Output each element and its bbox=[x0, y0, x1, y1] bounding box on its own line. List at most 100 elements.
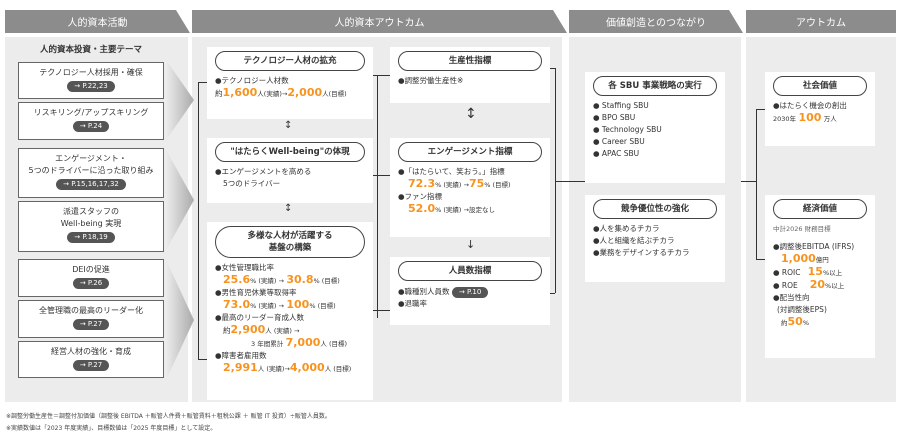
bidirectional-arrow-icon: ↕ bbox=[284, 203, 293, 214]
text: 多様な人材が活躍する 基盤の構築 bbox=[215, 226, 365, 258]
text: ●調整後EBITDA (IFRS) bbox=[773, 242, 855, 251]
text: 各 SBU 事業戦略の実行 bbox=[593, 76, 717, 96]
social-value-box: 社会価値 ●はたらく機会の創出 2030年 100 万人 bbox=[765, 72, 875, 146]
bidirectional-arrow-icon: ↕ bbox=[284, 120, 293, 131]
text: 4,000 bbox=[289, 361, 325, 374]
connector bbox=[373, 175, 390, 176]
text: 人(目標) bbox=[322, 90, 347, 98]
header-final: アウトカム bbox=[746, 10, 896, 33]
text: %以上 bbox=[825, 282, 845, 290]
text: 万人 bbox=[823, 115, 837, 123]
connector bbox=[373, 75, 390, 76]
text: ●「はたらいて、笑おう。」指標 bbox=[398, 167, 505, 176]
text: % (実績) → bbox=[250, 277, 284, 285]
text: ●ファン指標 bbox=[398, 192, 443, 201]
text: % bbox=[802, 319, 809, 327]
connector bbox=[756, 259, 765, 260]
connector bbox=[555, 181, 585, 182]
text: 派遣スタッフの Well-being 実現 bbox=[60, 207, 122, 228]
footnote: ※調整労働生産性＝調整付加価値（調整後 EBITDA ＋販管人件費＋販管賃料＋租… bbox=[6, 413, 331, 420]
text: (対調整後EPS) bbox=[777, 305, 827, 314]
text: エンゲージメント・ 5つのドライバーに沿った取り組み bbox=[28, 154, 154, 175]
text: 30.8 bbox=[286, 273, 314, 286]
page-link[interactable]: → P.18,19 bbox=[67, 232, 115, 243]
text: ●はたらく機会の創出 bbox=[773, 101, 847, 110]
text: テクノロジー人材の拡充 bbox=[215, 51, 365, 71]
text: ●人を集めるチカラ bbox=[593, 224, 660, 233]
text: 1,000 bbox=[781, 252, 816, 265]
text: 全管理職の最高のリーダー化 bbox=[39, 306, 143, 315]
down-arrow-icon: ↓ bbox=[466, 238, 476, 251]
bidirectional-arrow-icon: ↕ bbox=[465, 106, 477, 122]
text: ● ROIC bbox=[773, 268, 801, 277]
page-link[interactable]: → P.26 bbox=[72, 278, 110, 289]
text: ●退職率 bbox=[398, 299, 428, 308]
text: 生産性指標 bbox=[398, 51, 542, 71]
text: 1,600 bbox=[222, 86, 258, 99]
text: ●人と組織を結ぶチカラ bbox=[593, 236, 675, 245]
page-link[interactable]: → P.15,16,17,32 bbox=[56, 179, 126, 190]
economic-value-box: 経済価値 中計2026 財務目標 ●調整後EBITDA (IFRS) 1,000… bbox=[765, 195, 875, 358]
header-activities: 人的資本活動 bbox=[5, 10, 190, 33]
text: 73.0 bbox=[223, 298, 251, 311]
activity-item: テクノロジー人材採用・確保 → P.22,23 bbox=[18, 62, 164, 99]
text: 経済価値 bbox=[773, 199, 867, 219]
text: 人 (実績) → bbox=[265, 327, 300, 335]
engagement-box: エンゲージメント指標 ●「はたらいて、笑おう。」指標 72.3% (実績) →7… bbox=[390, 138, 550, 237]
page-link[interactable]: → P.24 bbox=[72, 121, 110, 132]
page-link[interactable]: → P.27 bbox=[72, 319, 110, 330]
text: % (実績) → bbox=[250, 302, 284, 310]
text: 2,991 bbox=[223, 361, 258, 374]
text: 3 年間累計 bbox=[251, 340, 284, 348]
text: ●配当性向 bbox=[773, 293, 810, 302]
diversity-box: 多様な人材が活躍する 基盤の構築 ●女性管理職比率 25.6% (実績) → 3… bbox=[207, 222, 373, 400]
connector bbox=[756, 109, 765, 110]
text: % (実績) →設定なし bbox=[435, 206, 495, 214]
text: 人員数指標 bbox=[398, 261, 542, 281]
text: 7,000 bbox=[285, 336, 321, 349]
text: ●職種別人員数 bbox=[398, 287, 450, 296]
connector bbox=[550, 68, 555, 69]
text: 社会価値 bbox=[773, 76, 867, 96]
text: テクノロジー人材採用・確保 bbox=[39, 68, 143, 77]
page-link[interactable]: → P.22,23 bbox=[67, 81, 115, 92]
text: ● ROE bbox=[773, 281, 798, 290]
productivity-box: 生産性指標 ●調整労働生産性※ bbox=[390, 47, 550, 103]
header-value: 価値創造とのつながり bbox=[569, 10, 743, 33]
text: 5つのドライバー bbox=[223, 179, 281, 188]
connector bbox=[550, 293, 555, 294]
text: 人 (目標) bbox=[320, 340, 348, 348]
text: 約 bbox=[223, 326, 231, 335]
text: エンゲージメント指標 bbox=[398, 142, 542, 162]
text: リスキリング/アップスキリング bbox=[33, 108, 149, 117]
text: 約 bbox=[781, 319, 788, 327]
text: ●最高のリーダー育成人数 bbox=[215, 313, 305, 322]
text: ●テクノロジー人材数 bbox=[215, 76, 289, 85]
page-link[interactable]: → P.27 bbox=[72, 360, 110, 371]
text: ● Staffing SBU bbox=[593, 101, 649, 110]
text: ● Technology SBU bbox=[593, 125, 662, 134]
headcount-box: 人員数指標 ●職種別人員数 → P.10 ●退職率 bbox=[390, 257, 550, 325]
text: DEIの促進 bbox=[72, 265, 110, 274]
activity-item: 全管理職の最高のリーダー化 → P.27 bbox=[18, 300, 164, 338]
activity-item: エンゲージメント・ 5つのドライバーに沿った取り組み → P.15,16,17,3… bbox=[18, 148, 164, 198]
text: 75 bbox=[468, 177, 485, 190]
wellbeing-box: "はたらくWell-being"の体現 ●エンゲージメントを高める 5つのドライ… bbox=[207, 138, 373, 203]
text: 50 bbox=[787, 315, 803, 328]
text: ●調整労働生産性※ bbox=[398, 76, 464, 85]
activity-item: リスキリング/アップスキリング → P.24 bbox=[18, 102, 164, 140]
text: 2030年 bbox=[773, 115, 797, 123]
text: 100 bbox=[286, 298, 310, 311]
text: ● APAC SBU bbox=[593, 149, 640, 158]
page-link[interactable]: → P.10 bbox=[451, 287, 489, 298]
connector bbox=[377, 175, 378, 318]
text: % (実績) → bbox=[435, 181, 469, 189]
text: 72.3 bbox=[408, 177, 436, 190]
text: ●男性育児休業等取得率 bbox=[215, 288, 297, 297]
header-outcomes: 人的資本アウトカム bbox=[192, 10, 567, 33]
text: ● Career SBU bbox=[593, 137, 645, 146]
text: ●女性管理職比率 bbox=[215, 263, 275, 272]
text: 100 bbox=[798, 111, 822, 124]
text: 約 bbox=[215, 89, 223, 98]
text: 52.0 bbox=[408, 202, 436, 215]
